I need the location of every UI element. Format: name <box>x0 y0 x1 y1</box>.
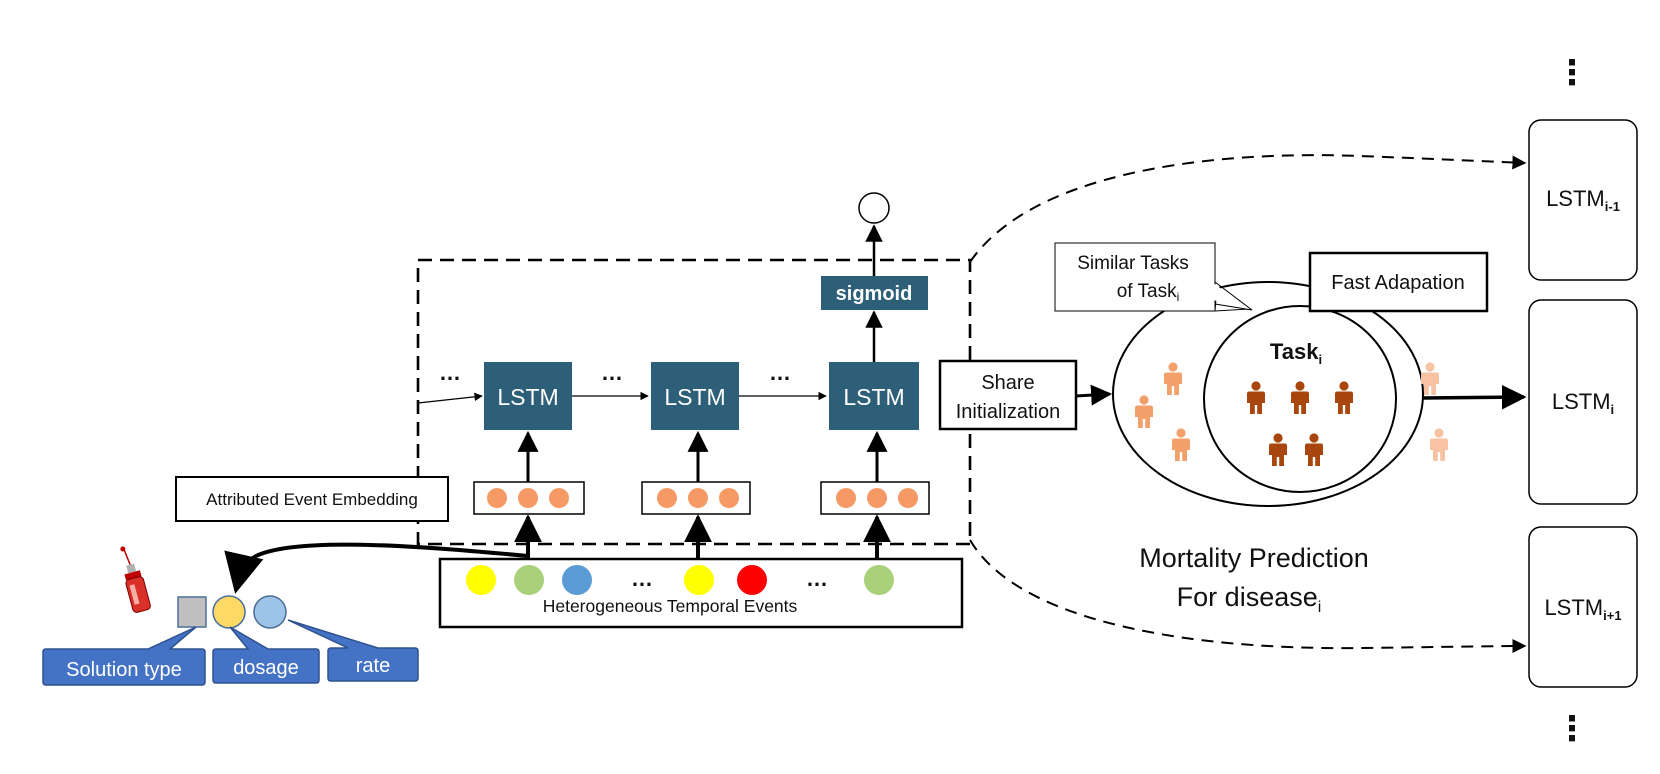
callout-rate-label: rate <box>356 655 390 677</box>
vertical-ellipsis-bottom: ⋮ <box>1555 710 1589 748</box>
similar-tasks-callout-tail <box>1213 283 1252 310</box>
event-ellipsis-2: … <box>806 566 828 591</box>
lstm-block-1-label: LSTM <box>497 384 558 410</box>
event-ellipsis-1: … <box>631 566 653 591</box>
share-init-box <box>938 359 1078 431</box>
task-model-current <box>1528 299 1638 505</box>
task-model-current-label: LSTMi <box>1552 389 1614 417</box>
task-i-label: Taski <box>1270 339 1322 367</box>
embedding-dot <box>719 488 739 508</box>
attribute-circle-blue <box>253 595 287 629</box>
lstm-block-3-label: LSTM <box>843 384 904 410</box>
share-init-line1: Share <box>981 372 1034 394</box>
task-model-next-label: LSTMi+1 <box>1544 595 1621 623</box>
callout-dosage <box>212 626 320 684</box>
vertical-ellipsis-top: ⋮ <box>1555 54 1589 92</box>
syringe-icon <box>120 546 151 613</box>
task-model-prev-label: LSTMi-1 <box>1546 186 1620 214</box>
embedding-box-1 <box>473 481 585 515</box>
task-model-next <box>1528 526 1638 688</box>
lstm-block-3 <box>829 362 919 430</box>
lstm-block-2 <box>651 362 739 430</box>
event-dot-green <box>514 565 544 595</box>
fast-adaptation-label: Fast Adapation <box>1331 272 1464 294</box>
share-init-line2: Initialization <box>956 401 1061 423</box>
lstm-block-1 <box>484 362 572 430</box>
dashed-curve-to-lstm-prev <box>969 154 1527 263</box>
fast-adaptation-box <box>1308 251 1489 313</box>
chain-ellipsis-mid2: … <box>769 360 791 385</box>
mortality-line2: For diseasei <box>1177 582 1322 616</box>
person-icon <box>1430 428 1448 461</box>
event-dot-blue <box>562 565 592 595</box>
output-node <box>858 192 890 224</box>
embedding-box-2 <box>641 481 751 515</box>
embedding-dot <box>518 488 538 508</box>
attribute-circle-yellow <box>212 595 246 629</box>
embedding-dot <box>688 488 708 508</box>
lstm-block-2-label: LSTM <box>664 384 725 410</box>
attribute-square-grey <box>177 596 207 628</box>
chain-input-arrow <box>417 392 483 404</box>
task-model-prev <box>1528 119 1638 281</box>
event-dot-yellow <box>466 565 496 595</box>
callout-dosage-label: dosage <box>233 657 299 679</box>
callout-solution-type <box>42 626 206 686</box>
chain-ellipsis-left: … <box>439 360 461 385</box>
dashed-curve-to-lstm-next <box>969 539 1527 654</box>
event-dot-yellow <box>684 565 714 595</box>
share-to-tasks-arrow <box>1075 384 1113 406</box>
event-dot-red <box>737 565 767 595</box>
embedding-dot <box>657 488 677 508</box>
event-dot-green <box>864 565 894 595</box>
callout-solution-type-label: Solution type <box>66 659 182 681</box>
events-label: Heterogeneous Temporal Events <box>543 596 798 616</box>
embedding-dot <box>549 488 569 508</box>
similar-tasks-line1: Similar Tasks <box>1077 253 1189 274</box>
mortality-line1: Mortality Prediction <box>1139 543 1369 573</box>
event-to-attributes-arrow <box>224 542 529 594</box>
callout-rate <box>287 619 419 682</box>
similar-tasks-line2: of Taski <box>1117 281 1180 304</box>
embedding-dot <box>898 488 918 508</box>
embedding-dot <box>867 488 887 508</box>
chain-ellipsis-mid1: … <box>601 360 623 385</box>
tasks-to-lstm-i-arrow <box>1422 384 1527 410</box>
sigmoid-block <box>821 276 928 310</box>
embedding-label-box <box>175 476 449 522</box>
embedding-dot <box>487 488 507 508</box>
other-task-people <box>1421 362 1448 461</box>
embedding-dot <box>836 488 856 508</box>
embedding-box-3 <box>820 481 930 515</box>
similar-tasks-callout-tail-edge <box>1214 281 1253 311</box>
sigmoid-label: sigmoid <box>836 283 913 305</box>
embedding-label: Attributed Event Embedding <box>206 490 418 509</box>
